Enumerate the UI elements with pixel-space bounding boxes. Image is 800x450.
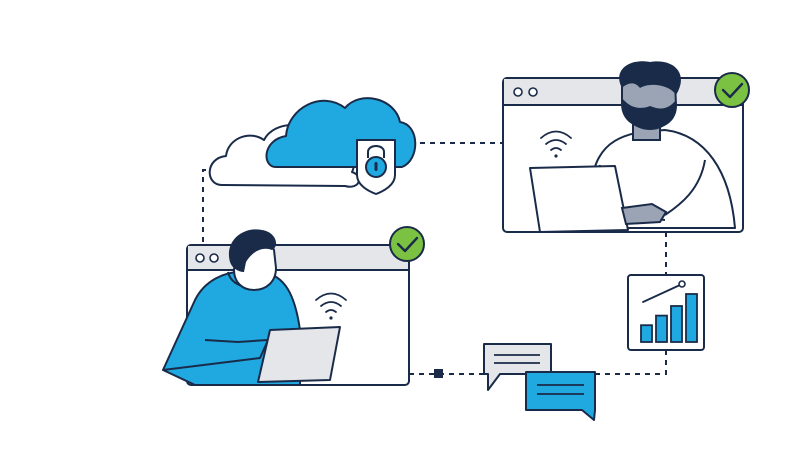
chart-bar	[670, 305, 683, 343]
chart-bars	[640, 293, 698, 343]
padlock-shield-icon	[356, 139, 396, 195]
check-icon	[389, 226, 425, 262]
wifi-icon	[540, 130, 572, 158]
chart-bar	[685, 293, 698, 343]
window-dot	[513, 87, 523, 97]
lock-shackle	[367, 145, 385, 158]
bar-chart-icon	[627, 274, 705, 351]
connector-node	[434, 369, 443, 378]
laptop-left	[257, 326, 341, 383]
chart-bar	[655, 314, 668, 343]
check-icon	[714, 72, 750, 108]
window-dot	[195, 253, 205, 263]
window-titlebar	[188, 246, 408, 270]
chart-bar	[640, 324, 653, 343]
chat-bubble-front	[525, 371, 596, 421]
lock-keyhole	[374, 162, 378, 171]
window-dot	[209, 253, 219, 263]
window-dot	[528, 87, 538, 97]
trend-line	[642, 284, 681, 303]
browser-window-left	[162, 226, 425, 386]
connector-chart-to-chat	[595, 350, 667, 375]
man-arm-right	[664, 159, 706, 216]
woman-hair	[228, 229, 277, 272]
man-hand	[620, 202, 668, 226]
man-beard	[622, 98, 676, 130]
trend-point	[678, 280, 686, 288]
laptop-right	[529, 165, 629, 233]
chat-bubbles-icon	[483, 343, 596, 421]
wifi-icon	[315, 292, 347, 320]
man-hair	[619, 61, 681, 95]
browser-window-right	[502, 61, 750, 233]
